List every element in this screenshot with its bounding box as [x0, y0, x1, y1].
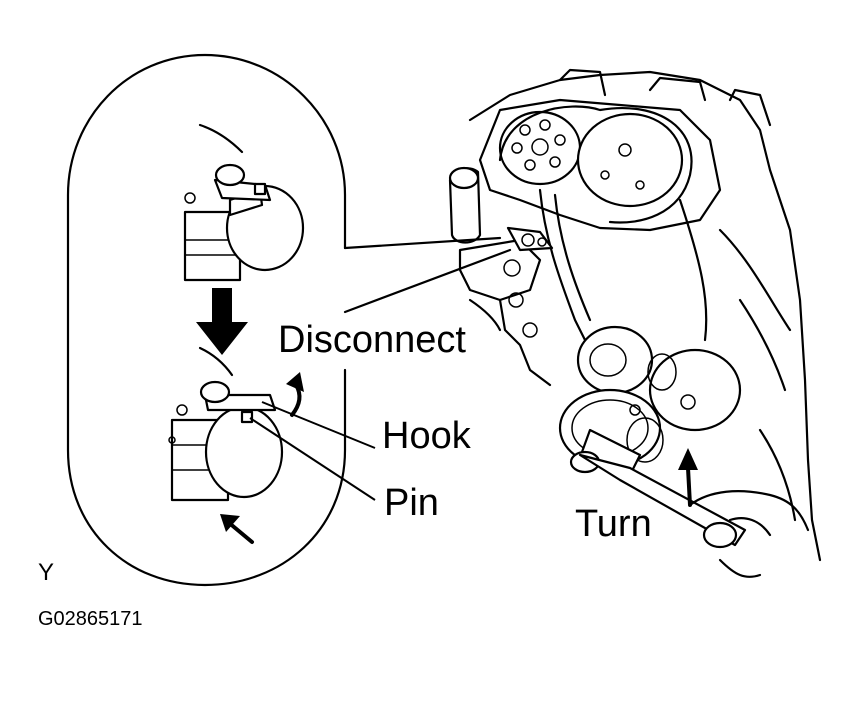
- turn-arrow: [686, 466, 692, 507]
- cam-sprocket-left: [498, 110, 582, 186]
- pin-leader-line: [249, 417, 376, 501]
- tensioner-detail-disengaged: [168, 346, 284, 502]
- disconnect-label: Disconnect: [278, 319, 466, 361]
- hook-label: Hook: [382, 415, 472, 457]
- down-arrow: [196, 288, 248, 355]
- hook-leader-line: [261, 401, 376, 449]
- figure-code: G02865171: [38, 608, 143, 630]
- callout-leader-line: [343, 236, 502, 250]
- idler-pulley-upper: [576, 325, 654, 395]
- wrench-tool: [569, 428, 747, 549]
- push-arrow: [226, 520, 254, 544]
- turn-label: Turn: [575, 503, 652, 545]
- detail-callout-bubble: [66, 53, 347, 587]
- pin-label: Pin: [384, 482, 439, 524]
- idler-pulley-lower: [647, 348, 742, 432]
- rotate-arrow: [290, 383, 302, 417]
- cam-sprocket-right: [576, 112, 684, 208]
- tensioner-detail-engaged: [183, 123, 305, 282]
- disconnect-leader-line: [343, 248, 512, 314]
- view-marker: Y: [38, 559, 54, 586]
- tensioner-in-engine: [506, 226, 554, 252]
- engine-illustration: [448, 68, 822, 578]
